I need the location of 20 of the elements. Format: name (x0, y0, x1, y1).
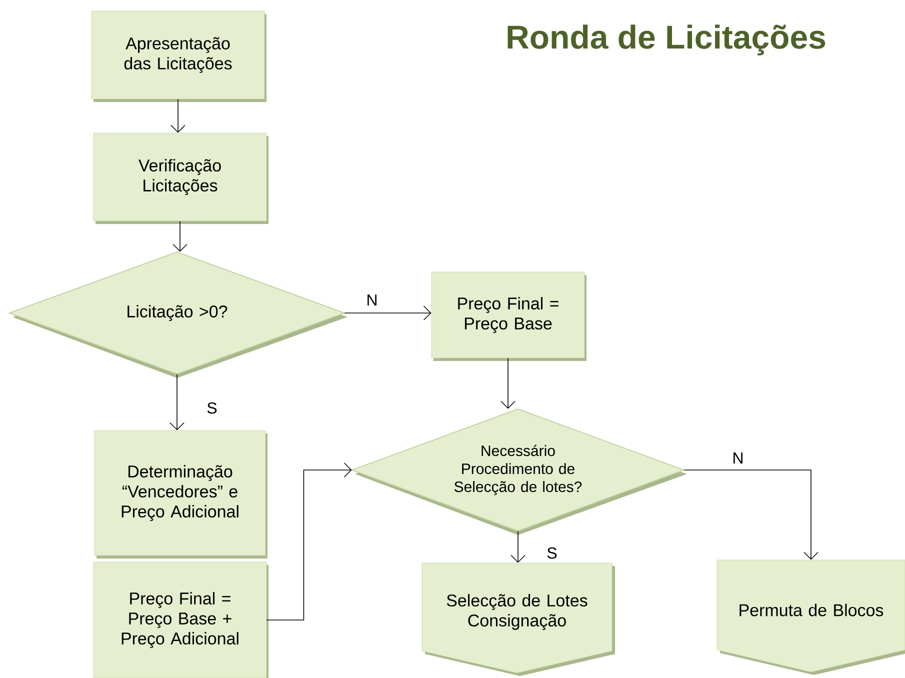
edge-label: N (365, 294, 379, 306)
arrow (684, 470, 818, 560)
arrow (170, 98, 186, 133)
arrow (266, 462, 352, 620)
process-box: Determinação “Vencedores” e Preço Adicional (94, 430, 268, 558)
process-box: Verificação Licitações (93, 132, 268, 224)
offpage-connector: Selecção de Lotes Consignação (422, 562, 615, 676)
edge-label: N (731, 452, 745, 464)
title: Ronda de Licitações (508, 24, 826, 56)
arrow (510, 530, 526, 563)
arrow (344, 306, 432, 320)
process-box: Preço Final = Preço Base (431, 272, 586, 361)
process-box: Preço Final = Preço Base + Preço Adicional (93, 562, 268, 678)
process-box: Apresentação das Licitações (91, 10, 266, 102)
arrow (500, 358, 516, 409)
offpage-connector: Permuta de Blocos (716, 560, 905, 675)
arrow (172, 220, 188, 252)
edge-label: S (546, 546, 558, 560)
edge-label: S (206, 401, 218, 415)
arrow (170, 374, 184, 430)
